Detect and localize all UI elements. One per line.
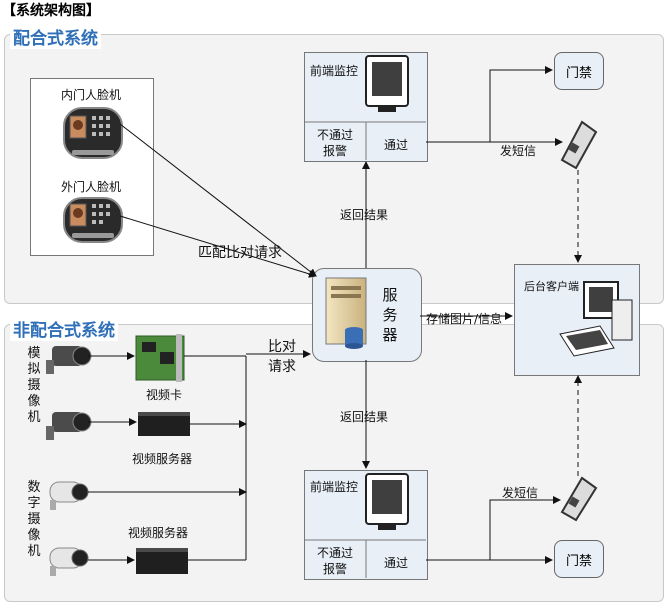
outer-face-device-label: 外门人脸机 bbox=[60, 180, 121, 194]
page-title: 【系统架构图】 bbox=[2, 3, 100, 19]
camera-icon bbox=[49, 547, 89, 576]
front-monitor-top-pass: 通过 bbox=[383, 138, 408, 152]
inner-face-device-icon bbox=[63, 107, 123, 159]
front-monitor-bottom-fail-1: 不通过 bbox=[316, 546, 353, 560]
front-monitor-bottom-pass: 通过 bbox=[383, 556, 408, 570]
phone-icon bbox=[560, 120, 598, 170]
digital-camera-label: 数 字 摄 像 机 bbox=[26, 480, 42, 560]
analog-camera-label: 模 拟 摄 像 机 bbox=[26, 346, 42, 426]
door-bottom: 门禁 bbox=[554, 540, 604, 578]
front-monitor-top-title: 前端监控 bbox=[310, 64, 359, 78]
monitor-icon bbox=[365, 55, 409, 112]
backend-client-label: 后台客户端 bbox=[524, 280, 579, 293]
analog-camera-char: 像 bbox=[27, 394, 41, 409]
sms-top-label: 发短信 bbox=[500, 144, 537, 158]
video-card-label: 视频卡 bbox=[146, 388, 183, 402]
non-cooperative-section-title: 非配合式系统 bbox=[10, 316, 118, 341]
analog-camera-char: 模 bbox=[27, 346, 41, 361]
video-card-icon bbox=[135, 334, 185, 382]
camera-icon bbox=[46, 346, 92, 374]
front-monitor-bottom-title: 前端监控 bbox=[310, 480, 359, 494]
inner-face-device-label: 内门人脸机 bbox=[60, 88, 121, 102]
computer-icon bbox=[559, 281, 633, 357]
cooperative-section-title: 配合式系统 bbox=[10, 24, 101, 49]
server-label-3: 器 bbox=[382, 326, 398, 344]
server-label-1: 服 bbox=[382, 286, 398, 304]
digital-camera-char: 数 bbox=[27, 480, 41, 495]
digital-camera-char: 机 bbox=[27, 544, 41, 559]
camera-icon bbox=[49, 481, 89, 510]
sms-bottom-label: 发短信 bbox=[502, 486, 539, 500]
analog-camera-char: 摄 bbox=[27, 378, 41, 393]
return-result-bottom-label: 返回结果 bbox=[340, 410, 389, 424]
digital-camera-char: 字 bbox=[27, 496, 41, 511]
digital-camera-char: 摄 bbox=[27, 512, 41, 527]
door-top: 门禁 bbox=[554, 52, 604, 90]
phone-icon bbox=[560, 476, 598, 522]
video-server-icon bbox=[138, 412, 190, 436]
video-server-1-label: 视频服务器 bbox=[132, 452, 193, 466]
monitor-icon bbox=[365, 473, 409, 530]
video-server-icon bbox=[136, 548, 188, 574]
camera-icon bbox=[46, 412, 92, 440]
front-monitor-top-fail-2: 报警 bbox=[322, 144, 347, 158]
analog-camera-char: 机 bbox=[27, 410, 41, 425]
outer-face-device-icon bbox=[63, 197, 123, 243]
compare-request-line2: 请求 bbox=[268, 359, 296, 375]
digital-camera-char: 像 bbox=[27, 528, 41, 543]
analog-camera-char: 拟 bbox=[27, 362, 41, 377]
server-label-2: 务 bbox=[382, 306, 398, 324]
front-monitor-bottom-fail-2: 报警 bbox=[322, 562, 347, 576]
video-server-2-label: 视频服务器 bbox=[128, 526, 189, 540]
front-monitor-top-fail-1: 不通过 bbox=[316, 128, 353, 142]
return-result-top-label: 返回结果 bbox=[340, 208, 389, 222]
compare-request-line1: 比对 bbox=[268, 339, 296, 355]
server-icon bbox=[325, 277, 367, 349]
